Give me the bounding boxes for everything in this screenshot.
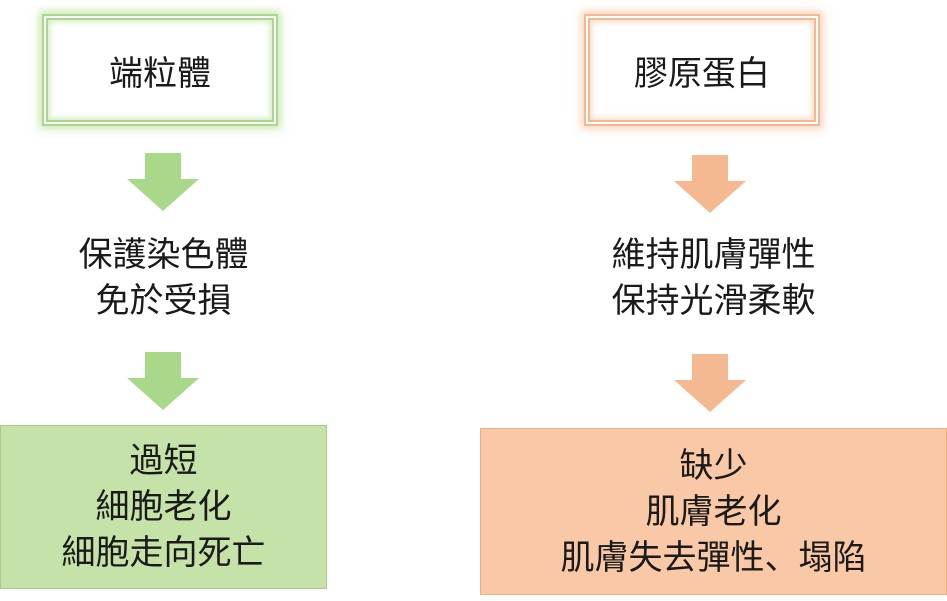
arrow-down-icon (127, 153, 199, 211)
collagen-flow-column: 膠原蛋白 維持肌膚彈性 保持光滑柔軟 缺少 肌膚老化 肌膚失去彈性、塌陷 (480, 0, 947, 601)
collagen-result-box: 缺少 肌膚老化 肌膚失去彈性、塌陷 (480, 428, 947, 595)
telomere-result-line-3: 細胞走向死亡 (61, 533, 266, 573)
telomere-flow-column: 端粒體 保護染色體 免於受損 過短 細胞老化 細胞走向死亡 (0, 0, 327, 601)
arrow-down-icon (127, 352, 199, 410)
telomere-result-box: 過短 細胞老化 細胞走向死亡 (0, 425, 327, 589)
collagen-title-box: 膠原蛋白 (584, 14, 820, 126)
telomere-title: 端粒體 (109, 53, 211, 94)
telomere-result-line-2: 細胞老化 (95, 487, 232, 527)
collagen-function-text: 維持肌膚彈性 保持光滑柔軟 (480, 232, 947, 324)
telomere-function-line-2: 免於受損 (95, 281, 232, 321)
collagen-result-line-3: 肌膚失去彈性、塌陷 (560, 537, 867, 578)
collagen-function-line-2: 保持光滑柔軟 (611, 281, 816, 321)
telomere-result-line-1: 過短 (129, 441, 198, 481)
arrow-down-icon (674, 155, 746, 213)
collagen-title: 膠原蛋白 (634, 53, 770, 94)
telomere-function-text: 保護染色體 免於受損 (0, 232, 327, 324)
telomere-title-box: 端粒體 (42, 14, 278, 126)
collagen-function-line-1: 維持肌膚彈性 (611, 235, 816, 275)
collagen-result-line-2: 肌膚老化 (645, 491, 782, 532)
arrow-down-icon (674, 354, 746, 412)
collagen-result-line-1: 缺少 (679, 445, 748, 486)
telomere-function-line-1: 保護染色體 (78, 235, 249, 275)
